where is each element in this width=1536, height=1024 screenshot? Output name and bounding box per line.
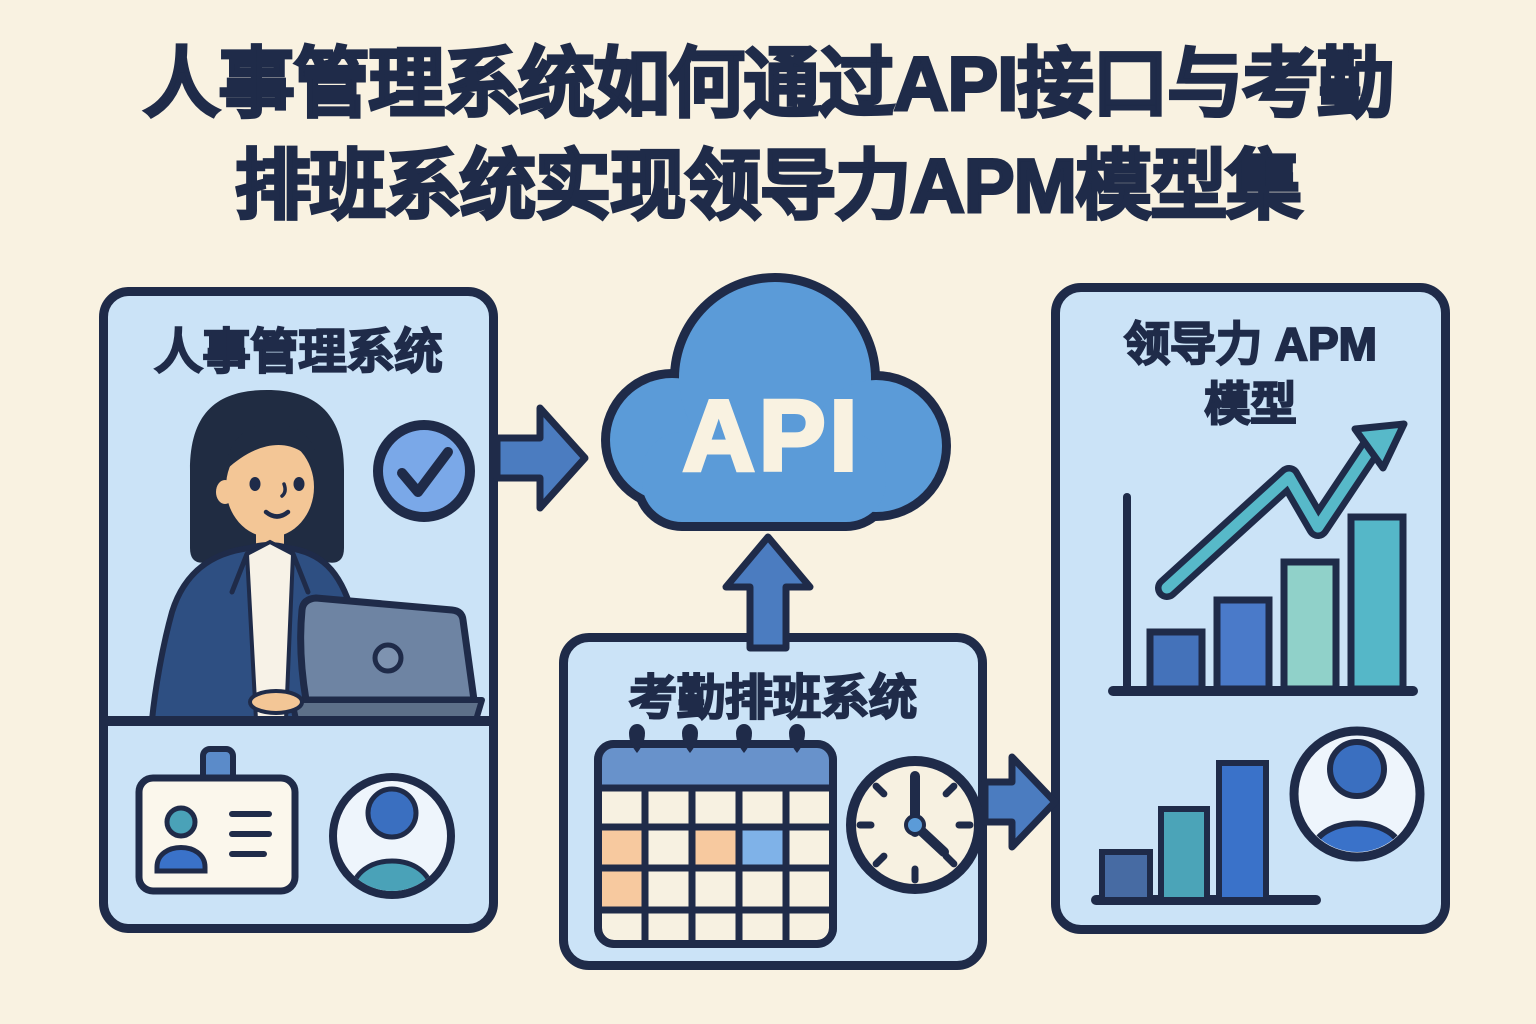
arrow-attendance-to-api-icon bbox=[722, 533, 814, 652]
title-line-1: 人事管理系统如何通过API接口与考勤 bbox=[142, 41, 1395, 129]
title-line-2: 排班系统实现领导力APM模型集 bbox=[234, 143, 1304, 231]
apm-title-line-1: 领导力 APM bbox=[1123, 317, 1378, 371]
apm-title-line-2: 模型 bbox=[1204, 377, 1298, 431]
arrow-hr-to-api-icon bbox=[493, 404, 589, 512]
hr-panel-title: 人事管理系统 bbox=[153, 325, 443, 380]
attendance-panel-title: 考勤排班系统 bbox=[628, 671, 918, 726]
hr-system-panel bbox=[99, 287, 498, 933]
api-label: API bbox=[681, 380, 862, 492]
page-title: 人事管理系统如何通过API接口与考勤 排班系统实现领导力APM模型集 bbox=[0, 34, 1536, 238]
arrow-attendance-to-apm-icon bbox=[981, 753, 1059, 851]
apm-panel-title: 领导力 APM 模型 bbox=[1051, 314, 1450, 434]
